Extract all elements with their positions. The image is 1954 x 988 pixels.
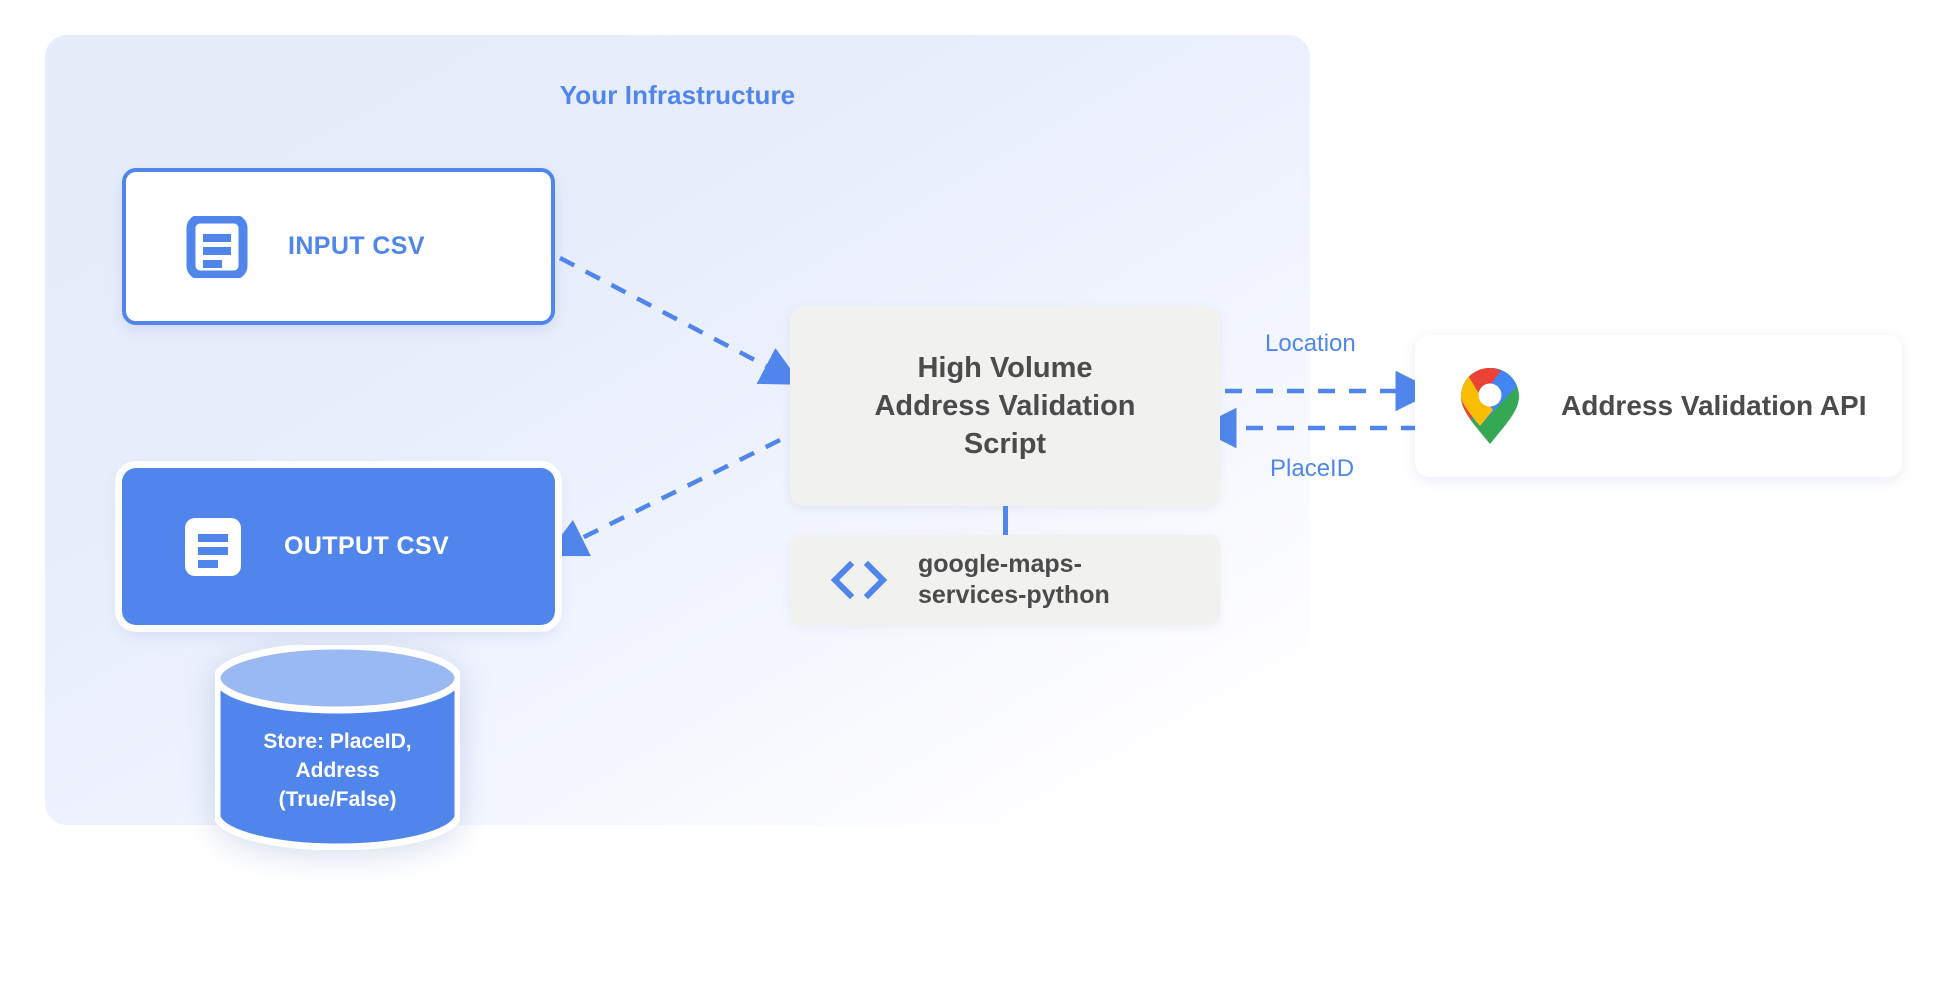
node-address-validation-api[interactable]: Address Validation API <box>1415 335 1902 477</box>
library-label-line1: google-maps- <box>918 549 1082 578</box>
node-library[interactable]: google-maps- services-python <box>790 535 1220 625</box>
database-cylinder[interactable] <box>215 645 460 850</box>
panel-title: Your Infrastructure <box>559 80 796 110</box>
edge-label-location: Location <box>1265 330 1356 357</box>
node-script[interactable]: High Volume Address Validation Script <box>790 306 1220 506</box>
script-label-line2: Address Validation <box>874 389 1136 422</box>
document-icon <box>186 215 248 278</box>
code-icon <box>830 560 888 600</box>
script-label: High Volume Address Validation Script <box>874 349 1135 464</box>
script-library-connector <box>1003 506 1008 536</box>
library-label-line2: services-python <box>918 581 1110 609</box>
edge-label-placeid: PlaceID <box>1270 455 1355 482</box>
node-input-csv[interactable]: INPUT CSV <box>122 168 555 325</box>
library-label: google-maps- services-python <box>918 549 1110 612</box>
node-label-output-csv: OUTPUT CSV <box>284 532 450 560</box>
script-label-line1: High Volume <box>917 351 1093 384</box>
api-label: Address Validation API <box>1561 390 1867 421</box>
script-label-line3: Script <box>963 428 1047 461</box>
document-icon <box>185 517 241 576</box>
node-label-input-csv: INPUT CSV <box>288 232 425 260</box>
node-output-csv[interactable]: OUTPUT CSV <box>122 468 555 625</box>
google-maps-pin-icon <box>1461 368 1519 444</box>
